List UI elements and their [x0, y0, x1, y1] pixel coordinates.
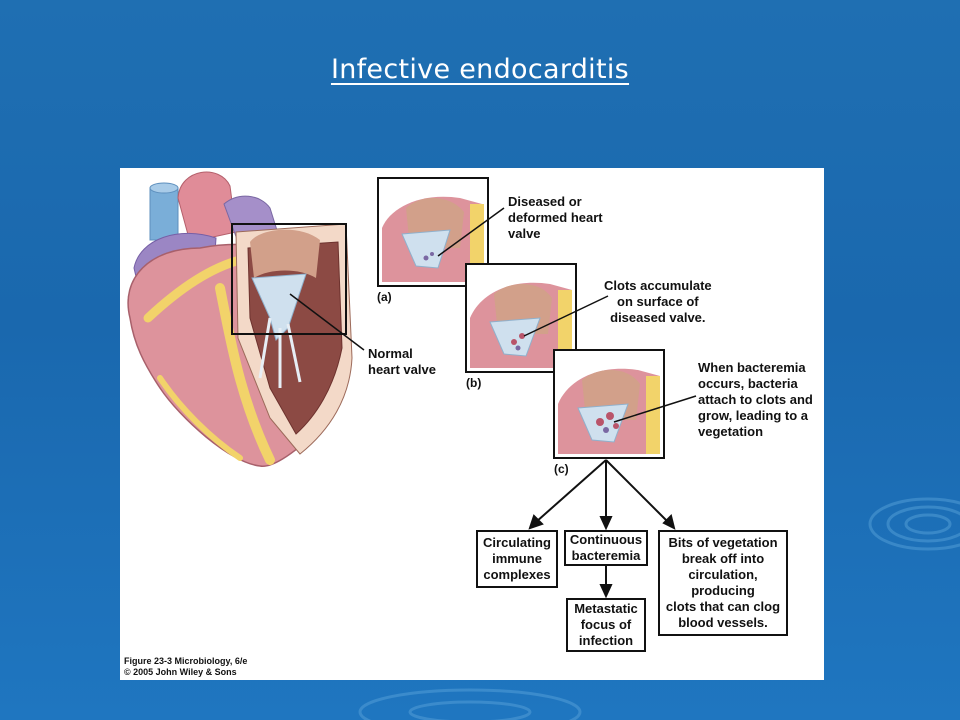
normal-valve-label: Normal heart valve — [368, 346, 436, 378]
diseased-valve-label-line: deformed heart — [508, 210, 603, 225]
figure-caption: Figure 23-3 Microbiology, 6/e © 2005 Joh… — [124, 656, 247, 678]
bacteremia-label-line: When bacteremia — [698, 360, 806, 375]
bacteremia-label-line: occurs, bacteria — [698, 376, 798, 391]
metastatic-focus-box: Metastatic focus of infection — [566, 598, 646, 652]
figure-artwork — [127, 171, 697, 599]
vegetation-bits-box: Bits of vegetation break off into circul… — [658, 530, 788, 636]
normal-valve-frame — [231, 223, 347, 335]
normal-valve-label-line: Normal — [368, 346, 413, 361]
clots-label-line: Clots accumulate — [604, 278, 712, 293]
caption-line: Figure 23-3 Microbiology, 6/e — [124, 656, 248, 666]
bacteremia-label-line: attach to clots and — [698, 392, 813, 407]
bacteremia-label-line: grow, leading to a — [698, 408, 809, 423]
heart-illustration — [127, 171, 353, 467]
panel-b-leader — [523, 295, 609, 337]
caption-line: © 2005 John Wiley & Sons — [124, 667, 237, 677]
diseased-valve-label-line: Diseased or — [508, 194, 582, 209]
diseased-valve-label-line: valve — [508, 226, 541, 241]
clots-label-line: diseased valve. — [610, 310, 706, 325]
panel-c-illustration — [553, 349, 665, 459]
endocarditis-figure: Normal heart valve (a) (b) (c) Diseased … — [120, 168, 824, 680]
continuous-bacteremia-box: Continuous bacteremia — [564, 530, 648, 566]
normal-valve-label-line: heart valve — [368, 362, 436, 377]
immune-complexes-box: Circulating immune complexes — [476, 530, 558, 588]
panel-b-label: (b) — [466, 376, 482, 390]
clots-label-line: on surface of — [617, 294, 699, 309]
panel-c-label: (c) — [554, 462, 569, 476]
diseased-valve-label: Diseased or deformed heart valve — [508, 194, 603, 242]
outcome-arrows — [528, 459, 676, 599]
normal-valve-leader — [289, 293, 365, 351]
bacteremia-label: When bacteremia occurs, bacteria attach … — [698, 360, 813, 440]
panel-b-illustration — [465, 263, 577, 373]
bacteremia-label-line: vegetation — [698, 424, 764, 439]
clots-label: Clots accumulate on surface of diseased … — [604, 278, 712, 326]
slide-title: Infective endocarditis — [330, 54, 630, 85]
panel-c-leader — [613, 395, 697, 423]
panel-a-leader — [437, 207, 505, 257]
panel-a-illustration — [377, 177, 489, 287]
panel-a-label: (a) — [377, 290, 392, 304]
